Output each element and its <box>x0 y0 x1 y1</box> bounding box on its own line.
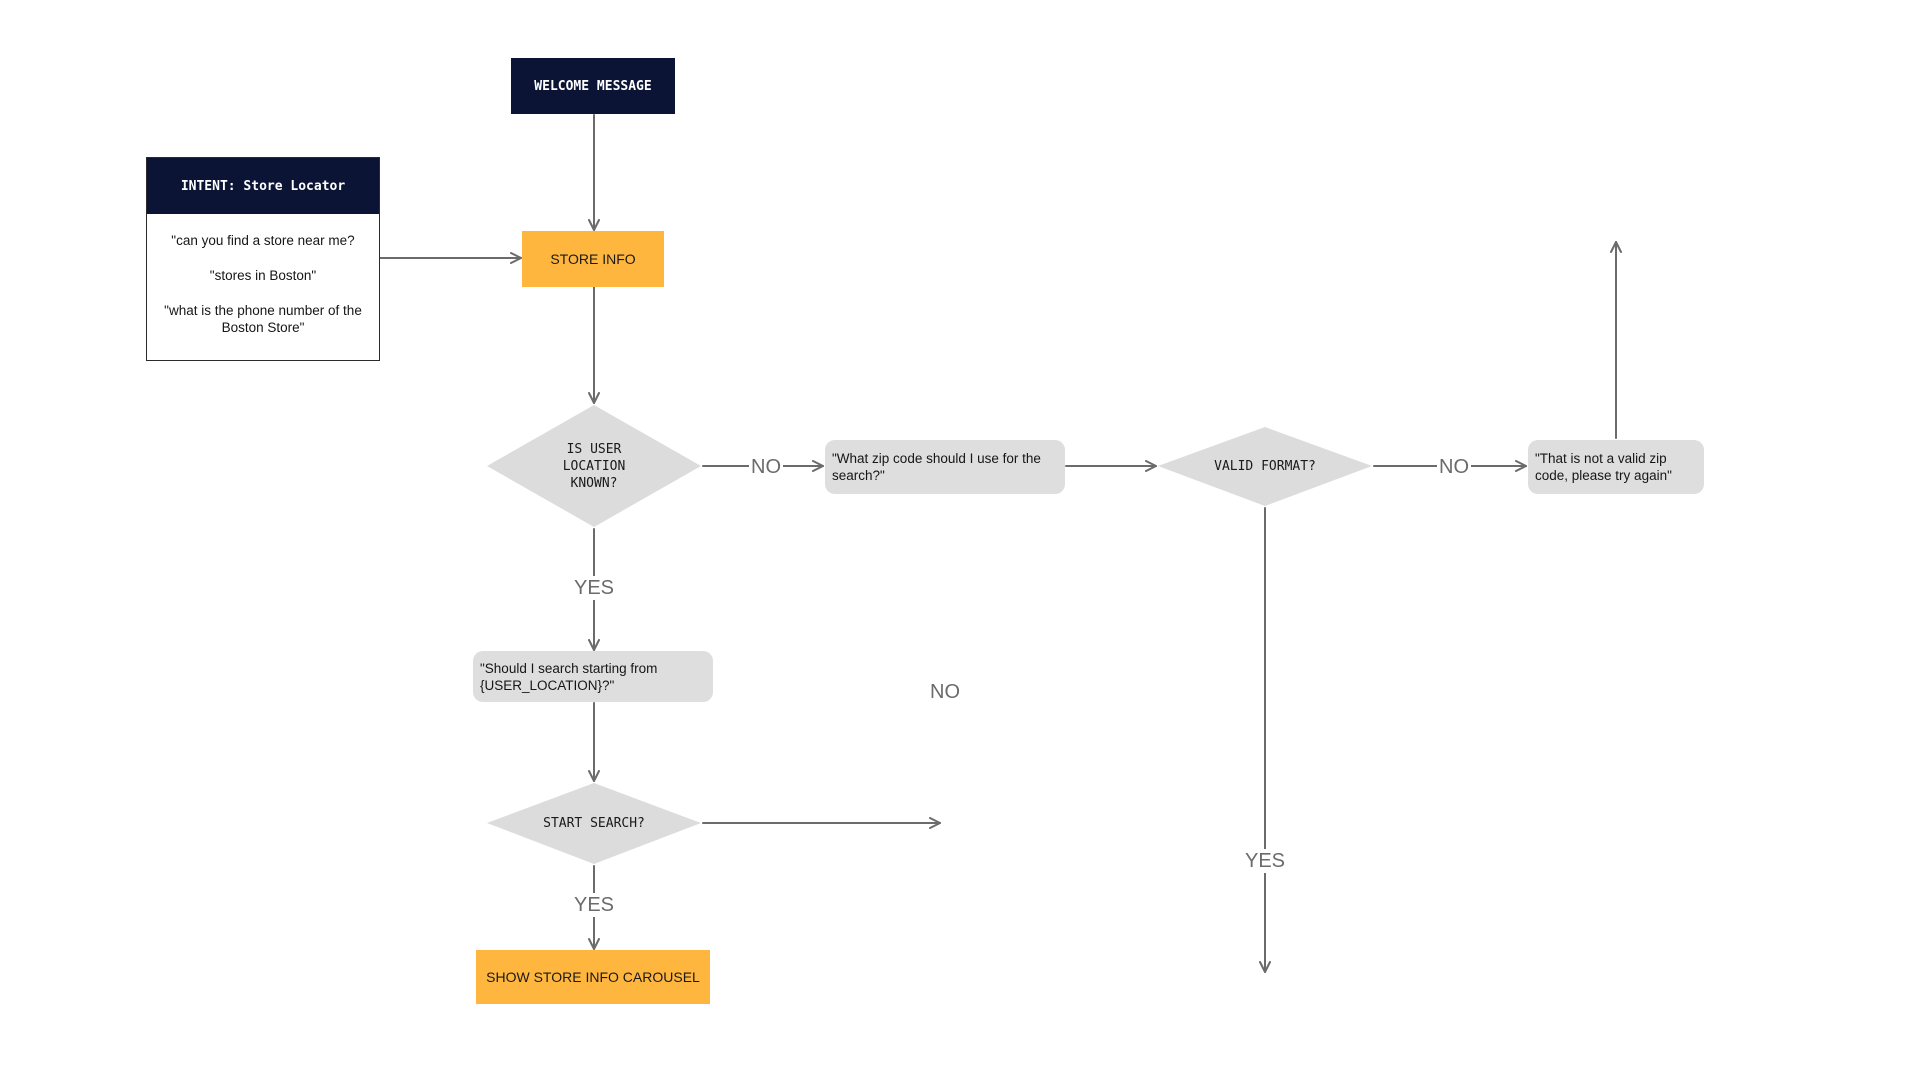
decision-search-shape <box>487 783 701 864</box>
welcome-message-node: WELCOME MESSAGE <box>511 58 675 114</box>
intent-title: INTENT: Store Locator <box>147 158 379 214</box>
decision-location-shape <box>487 405 701 527</box>
show-store-info-carousel-node: SHOW STORE INFO CAROUSEL <box>476 950 710 1004</box>
decision-format-label: VALID FORMAT? <box>1214 458 1316 474</box>
intent-utterance: "can you find a store near me? <box>171 233 355 248</box>
intent-utterance: "what is the phone number of the Boston … <box>164 303 362 335</box>
edge-label-location-no: NO <box>749 455 783 479</box>
confirm-location-message: "Should I search starting from {USER_LOC… <box>473 651 713 702</box>
edge-label-search-no: NO <box>928 680 962 704</box>
intent-utterance: "stores in Boston" <box>209 268 317 283</box>
intent-utterance-list: "can you find a store near me? "stores i… <box>147 214 379 336</box>
edge-label-format-yes: YES <box>1242 849 1288 873</box>
decision-search-label: START SEARCH? <box>543 815 645 831</box>
intent-store-locator-card: INTENT: Store Locator "can you find a st… <box>146 157 380 361</box>
edge-label-search-yes: YES <box>571 893 617 917</box>
decision-format-shape <box>1158 427 1372 506</box>
decision-location-label: IS USER LOCATION KNOWN? <box>562 441 626 491</box>
ask-zip-code-message: "What zip code should I use for the sear… <box>825 440 1065 494</box>
store-info-node: STORE INFO <box>522 231 664 287</box>
edge-label-format-no: NO <box>1437 455 1471 479</box>
invalid-zip-code-message: "That is not a valid zip code, please tr… <box>1528 440 1704 494</box>
edge-label-location-yes: YES <box>571 576 617 600</box>
